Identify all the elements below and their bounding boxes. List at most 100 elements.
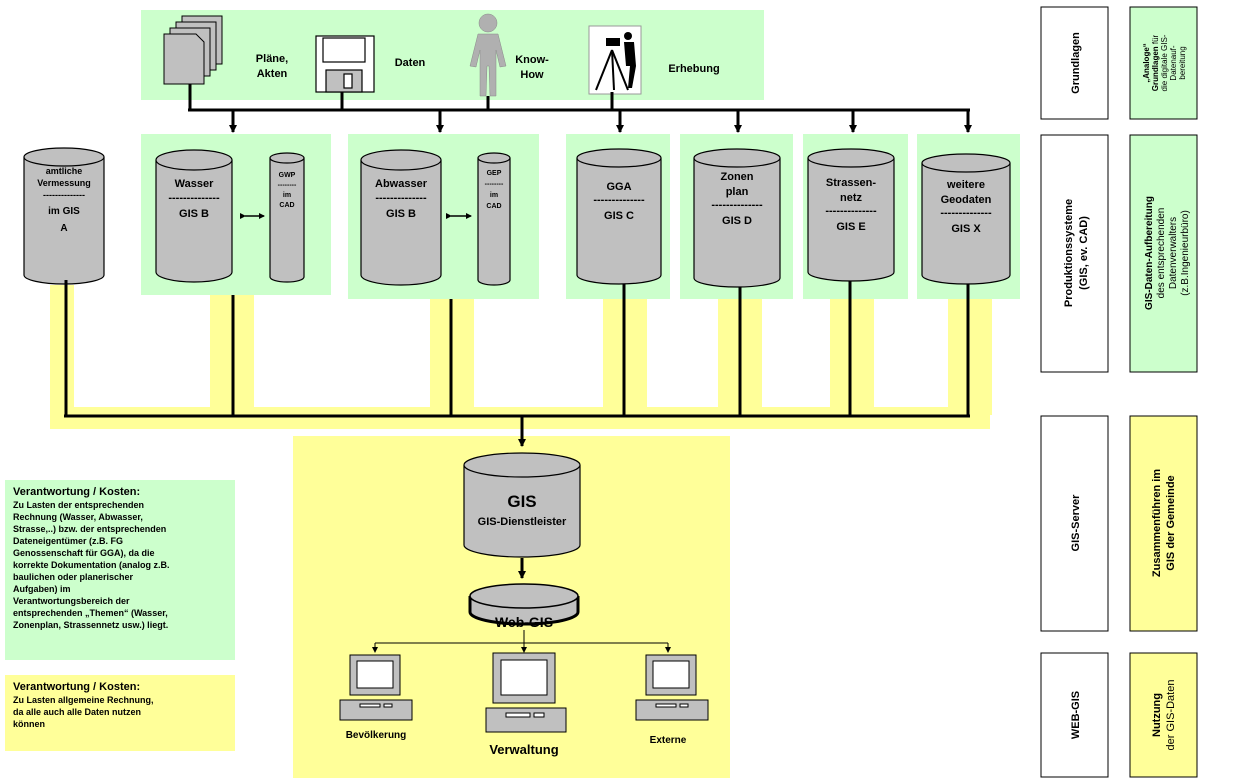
top-connectors — [188, 84, 972, 133]
cyl-gep-line1: GEP — [487, 170, 502, 177]
sidebar-label-produktion-1: Produktionssysteme — [1063, 199, 1075, 307]
label-daten: Daten — [395, 57, 426, 69]
top-panel — [141, 10, 764, 100]
cylinder-strassennetz — [807, 148, 895, 282]
sidebar-label-produktion-2: (GIS, ev. CAD) — [1078, 216, 1090, 290]
note-line: Zonenplan, Strassennetz usw.) liegt. — [13, 620, 169, 630]
server-subtitle: GIS-Dienstleister — [478, 516, 567, 528]
cylinder-gwp — [269, 152, 305, 283]
note-line: Dateneigentümer (z.B. FG — [13, 536, 124, 546]
note-line: baulichen oder planerischer — [13, 572, 134, 582]
cylinder-abwasser — [360, 149, 442, 286]
cyl-gwp-line2: -------- — [278, 182, 297, 189]
sidebar-desc-grundlagen-1: „Analoge“ — [1142, 43, 1151, 83]
sidebar — [1040, 6, 1198, 778]
note-line: da alle auch alle Daten nutzen — [13, 707, 142, 717]
sidebar-desc-grundlagen-3: die digitale GIS- — [1160, 34, 1169, 91]
sidebar-desc-server-2: GIS der Gemeinde — [1165, 475, 1177, 570]
cyl-weitere-line2: Geodaten — [941, 194, 992, 206]
cyl-strassen-line1: Strassen- — [826, 177, 876, 189]
cyl-zonen-line1: Zonen — [721, 171, 754, 183]
cyl-a-line5: A — [60, 223, 67, 234]
cyl-wasser-sep: -------------- — [168, 192, 220, 204]
label-erhebung: Erhebung — [668, 63, 719, 75]
cylinder-amtliche-vermessung — [23, 147, 105, 285]
note-line: Genossenschaft für GGA), da die — [13, 548, 155, 558]
cylinder-weitere-geodaten — [921, 153, 1011, 285]
computer-icon — [485, 652, 567, 733]
sidebar-desc-produktion-3: Datenverwalters — [1168, 217, 1179, 289]
sidebar-desc-webgis-1: Nutzung — [1151, 693, 1163, 737]
label-how: How — [520, 69, 544, 81]
client-verwaltung: Verwaltung — [489, 742, 558, 757]
sidebar-desc-box-produktion — [1129, 134, 1198, 373]
sidebar-desc-server-1: Zusammenführen im — [1151, 469, 1163, 577]
note-line: Strasse,..) bzw. der entsprechenden — [13, 524, 167, 534]
cyl-a-line3: -------------- — [43, 190, 85, 200]
sidebar-desc-produktion-4: (z.B.Ingenieurbüro) — [1180, 210, 1191, 296]
floppy-disk-icon — [315, 35, 375, 93]
sidebar-desc-box-grundlagen — [1129, 6, 1198, 120]
note-line: entsprechenden „Themen“ (Wasser, — [13, 608, 168, 618]
webgis-disk — [468, 583, 580, 626]
note-line: Zu Lasten der entsprechenden — [13, 500, 145, 510]
client-bevoelkerung: Bevölkerung — [346, 730, 407, 741]
cyl-strassen-gis: GIS E — [836, 221, 865, 233]
client-externe: Externe — [650, 735, 687, 746]
cylinder-zonenplan — [693, 148, 781, 288]
note-line: können — [13, 719, 46, 729]
sidebar-desc-grundlagen-2: Grundlagen für — [1151, 34, 1160, 91]
gis-server-cylinder — [463, 452, 581, 558]
cyl-gga-title: GGA — [606, 181, 631, 193]
server-title: GIS — [507, 492, 536, 511]
cost-note-green: Verantwortung / Kosten: Zu Lasten der en… — [5, 480, 235, 660]
cyl-abwasser-sep: -------------- — [375, 192, 427, 204]
note-line: korrekte Dokumentation (analog z.B. — [13, 560, 170, 570]
computer-icon — [635, 654, 709, 721]
cyl-weitere-sep: -------------- — [940, 207, 992, 219]
cost-note-yellow: Verantwortung / Kosten: Zu Lasten allgem… — [5, 675, 235, 751]
cylinders — [23, 147, 1011, 288]
cyl-strassen-line2: netz — [840, 192, 863, 204]
cylinder-gga — [576, 148, 662, 285]
label-know: Know- — [515, 54, 549, 66]
sidebar-label-box-server — [1040, 415, 1109, 632]
cyl-zonen-gis: GIS D — [722, 215, 752, 227]
cyl-gga-sep: -------------- — [593, 194, 645, 206]
sidebar-desc-grundlagen-5: bereitung — [1178, 46, 1187, 79]
sidebar-label-server: GIS-Server — [1070, 494, 1082, 552]
sidebar-desc-webgis-2: der GIS-Daten — [1165, 680, 1177, 751]
documents-icon — [163, 15, 223, 85]
client-connectors — [372, 630, 671, 653]
bus-lines — [64, 280, 970, 447]
cyl-strassen-sep: -------------- — [825, 205, 877, 217]
note-line: Rechnung (Wasser, Abwasser, — [13, 512, 143, 522]
cyl-gwp-line4: CAD — [279, 202, 294, 209]
note-line: Aufgaben) im — [13, 584, 71, 594]
note-heading: Verantwortung / Kosten: — [13, 681, 141, 693]
cyl-gga-gis: GIS C — [604, 210, 634, 222]
cyl-wasser-title: Wasser — [175, 178, 214, 190]
sidebar-label-box-webgis — [1040, 652, 1109, 778]
cyl-abwasser-gis: GIS B — [386, 208, 416, 220]
note-line: Zu Lasten allgemeine Rechnung, — [13, 695, 154, 705]
cyl-a-line1: amtliche — [46, 166, 83, 176]
sidebar-desc-produktion-1: GIS-Daten-Aufbereitung — [1144, 196, 1155, 310]
sidebar-label-webgis: WEB-GIS — [1070, 691, 1082, 739]
cylinder-wasser — [155, 149, 233, 283]
label-akten: Akten — [257, 68, 288, 80]
sidebar-desc-box-webgis — [1129, 652, 1198, 778]
surveyor-icon — [588, 25, 642, 95]
cyl-weitere-line1: weitere — [946, 179, 985, 191]
cyl-gwp-line3: im — [283, 192, 291, 199]
cyl-a-line2: Vermessung — [37, 178, 91, 188]
sidebar-desc-box-server — [1129, 415, 1198, 632]
sidebar-label-box-produktion — [1040, 134, 1109, 373]
cyl-weitere-gis: GIS X — [951, 223, 981, 235]
cyl-gep-line2: -------- — [485, 181, 504, 188]
cyl-zonen-line2: plan — [726, 186, 749, 198]
person-icon — [469, 13, 507, 97]
cyl-gep-line3: im — [490, 192, 498, 199]
computer-icon — [339, 654, 413, 721]
sidebar-label-grundlagen: Grundlagen — [1070, 32, 1082, 94]
